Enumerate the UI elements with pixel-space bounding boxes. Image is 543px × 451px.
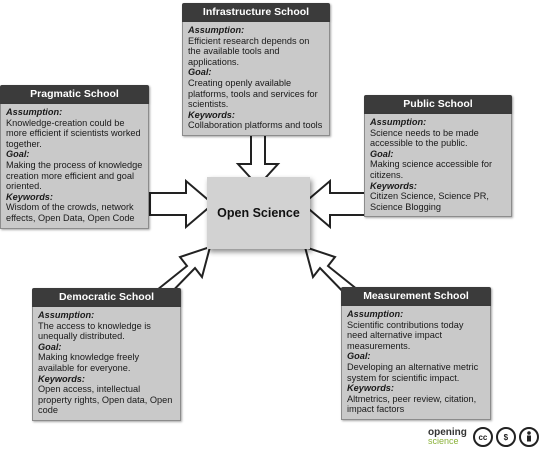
goal-text: Creating openly available platforms, too… [188, 77, 318, 110]
keywords-label: Keywords: [38, 373, 85, 384]
arrow-pragmatic [149, 178, 215, 230]
goal-label: Goal: [38, 341, 62, 352]
school-title: Pragmatic School [0, 85, 149, 104]
open-science-node: Open Science [207, 177, 310, 249]
footer-branding: opening science cc $ [428, 425, 539, 449]
assumption-label: Assumption: [347, 309, 404, 319]
arrow-public [301, 178, 366, 230]
school-title: Public School [364, 95, 512, 114]
assumption-text: Science needs to be made accessible to t… [370, 127, 479, 149]
assumption-text: Knowledge-creation could be more efficie… [6, 117, 141, 149]
keywords-label: Keywords: [188, 109, 235, 120]
public-school-card: Public School Assumption: Science needs … [364, 95, 512, 218]
keywords-label: Keywords: [6, 191, 53, 202]
assumption-text: Efficient research depends on the availa… [188, 35, 310, 67]
brand-top: opening [428, 427, 467, 438]
school-title: Measurement School [341, 287, 491, 306]
goal-label: Goal: [347, 351, 371, 362]
keywords-text: Altmetrics, peer review, citation, impac… [347, 393, 477, 415]
keywords-text: Open access, intellectual property right… [38, 384, 173, 416]
school-body: Assumption: Efficient research depends o… [182, 22, 330, 136]
school-title: Democratic School [32, 288, 181, 307]
democratic-school-card: Democratic School Assumption: The access… [32, 288, 181, 421]
school-body: Assumption: Scientific contributions tod… [341, 306, 491, 420]
keywords-label: Keywords: [347, 383, 394, 394]
assumption-text: Scientific contributions today need alte… [347, 319, 464, 351]
goal-text: Developing an alternative metric system … [347, 361, 479, 383]
infrastructure-school-card: Infrastructure School Assumption: Effici… [182, 3, 330, 136]
by-icon [518, 427, 539, 447]
keywords-text: Wisdom of the crowds, network effects, O… [6, 202, 135, 223]
assumption-label: Assumption: [38, 310, 95, 320]
nc-icon: $ [495, 427, 516, 447]
school-body: Assumption: Science needs to be made acc… [364, 114, 512, 218]
goal-text: Making the process of knowledge creation… [6, 159, 143, 192]
cc-icon: cc [472, 427, 493, 447]
school-title: Infrastructure School [182, 3, 330, 22]
goal-label: Goal: [188, 67, 212, 78]
arrow-infrastructure [235, 131, 281, 188]
keywords-text: Citizen Science, Science PR, Science Blo… [370, 191, 489, 212]
school-body: Assumption: The access to knowledge is u… [32, 307, 181, 421]
assumption-label: Assumption: [370, 117, 427, 127]
measurement-school-card: Measurement School Assumption: Scientifi… [341, 287, 491, 420]
opening-science-logo: opening science [428, 428, 467, 446]
goal-label: Goal: [370, 148, 394, 159]
keywords-label: Keywords: [370, 180, 417, 191]
school-body: Assumption: Knowledge-creation could be … [0, 104, 149, 229]
assumption-text: The access to knowledge is unequally dis… [38, 320, 151, 342]
assumption-label: Assumption: [188, 25, 245, 35]
goal-label: Goal: [6, 149, 30, 160]
brand-bottom: science [428, 436, 459, 446]
open-science-label: Open Science [217, 206, 300, 220]
goal-text: Making science accessible for citizens. [370, 159, 493, 180]
keywords-text: Collaboration platforms and tools [188, 120, 323, 131]
goal-text: Making knowledge freely available for ev… [38, 352, 140, 373]
assumption-label: Assumption: [6, 107, 63, 117]
pragmatic-school-card: Pragmatic School Assumption: Knowledge-c… [0, 85, 149, 229]
